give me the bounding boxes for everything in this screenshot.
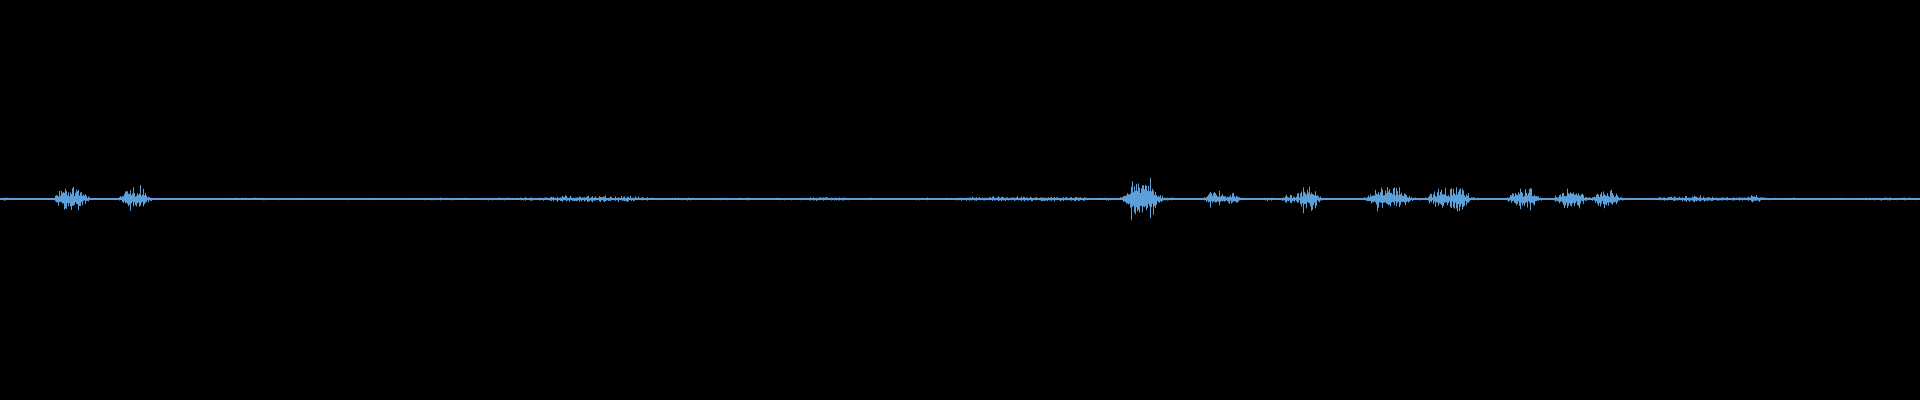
waveform-path	[0, 177, 1920, 221]
